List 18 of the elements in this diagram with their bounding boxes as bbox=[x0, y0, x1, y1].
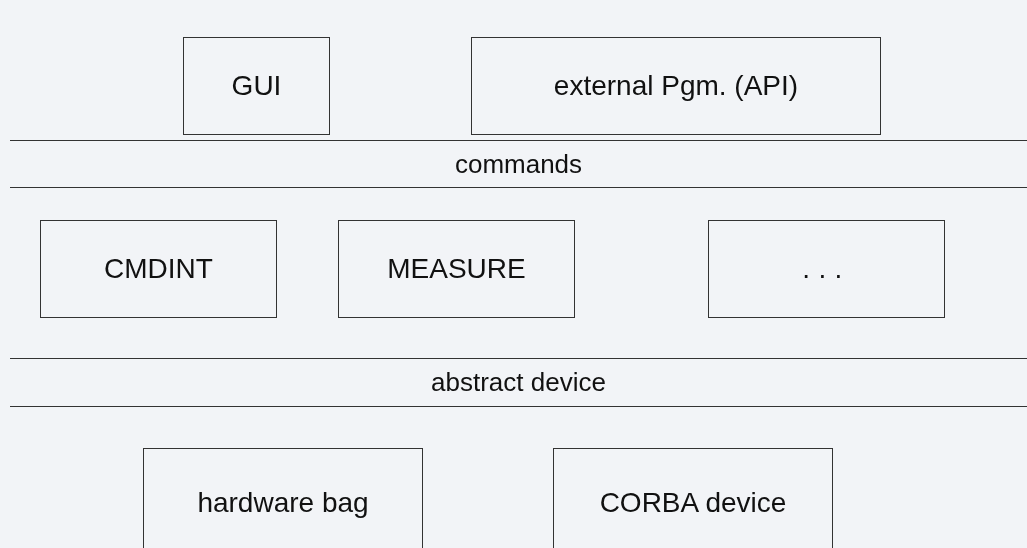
layer-label: commands bbox=[454, 148, 583, 180]
layer-label: GUI bbox=[231, 70, 282, 102]
layer-label: MEASURE bbox=[387, 253, 526, 285]
layer-label: external Pgm. (API) bbox=[553, 70, 799, 102]
component-box bbox=[708, 220, 945, 318]
layer-label: hardware bag bbox=[197, 487, 369, 519]
component-box bbox=[143, 448, 423, 548]
component-box bbox=[553, 448, 833, 548]
component-box bbox=[40, 220, 277, 318]
layer-label: CORBA device bbox=[599, 487, 787, 519]
layer-label: abstract device bbox=[431, 367, 606, 398]
component-box bbox=[338, 220, 575, 318]
component-box bbox=[183, 37, 330, 135]
layer-band bbox=[10, 358, 1027, 407]
layer-label: ... bbox=[802, 253, 851, 285]
component-box bbox=[471, 37, 881, 135]
layer-label: CMDINT bbox=[104, 253, 213, 285]
layer-band bbox=[10, 140, 1027, 188]
